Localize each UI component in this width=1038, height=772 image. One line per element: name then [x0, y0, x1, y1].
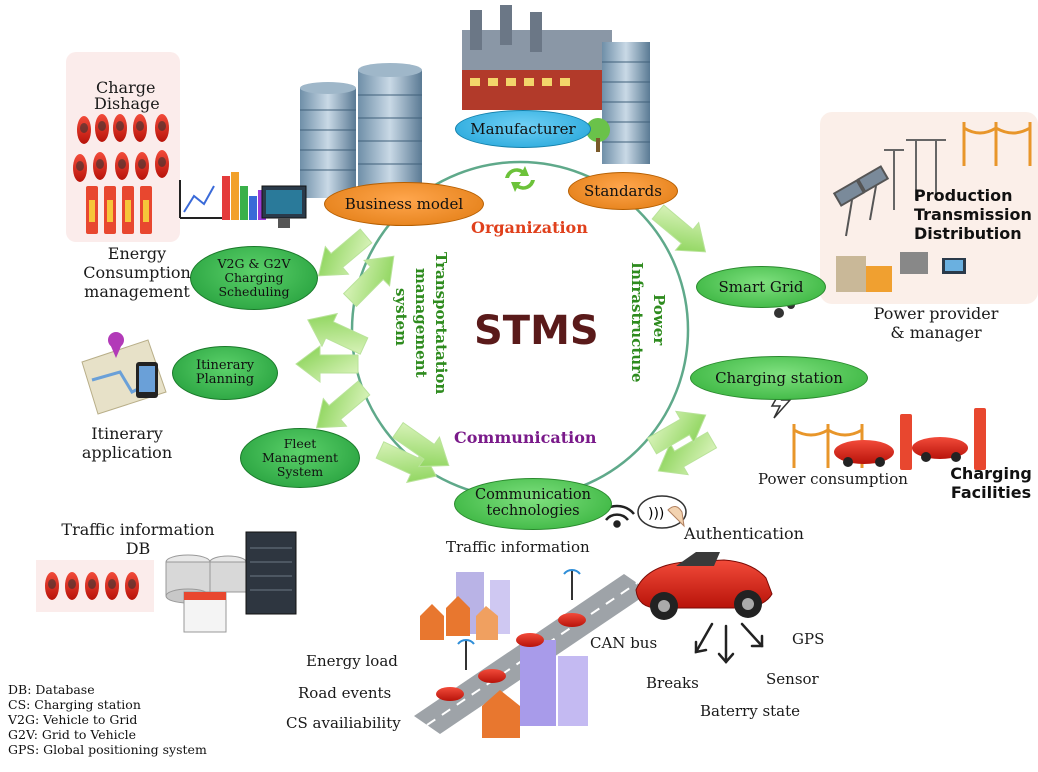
charge-label: Charge [96, 78, 156, 97]
fleet-management-node: Fleet Managment System [240, 428, 360, 488]
gps-label: GPS [792, 630, 825, 648]
city-traffic-icon [414, 569, 650, 738]
sensor-label: Sensor [766, 670, 819, 688]
legend-item: CS: Charging station [8, 697, 141, 712]
dishage-label: Dishage [94, 94, 160, 113]
energy-consumption-label: Energy Consumption management [83, 244, 191, 301]
v2g-scheduling-node: V2G & G2V Charging Scheduling [190, 246, 318, 310]
power-provider-panel [820, 112, 1038, 304]
itinerary-planning-node: Itinerary Planning [172, 346, 278, 400]
standards-node: Standards [568, 172, 678, 210]
legend-item: V2G: Vehicle to Grid [8, 712, 138, 727]
energy-chart-icon [179, 172, 307, 228]
database-server-icon [36, 531, 297, 633]
stms-title: STMS [474, 308, 599, 354]
business-model-node: Business model [324, 182, 484, 226]
map-phone-icon [81, 332, 167, 415]
ev-fleet-icon [73, 114, 169, 234]
arrow-itinerary [295, 345, 359, 383]
breaks-label: Breaks [646, 674, 699, 692]
recycle-icon [505, 166, 535, 192]
itinerary-application-label: Itinerary application [81, 424, 173, 462]
charging-facilities-icon [792, 408, 986, 470]
office-buildings-icon [300, 63, 422, 198]
can-bus-label: CAN bus [590, 634, 658, 652]
battery-state-label: Baterry state [700, 702, 801, 720]
road-events-label: Road events [298, 684, 392, 702]
svg-text:))): ))) [648, 506, 664, 522]
power-consumption-label: Power consumption [758, 470, 908, 488]
red-car-icon [635, 552, 773, 620]
cs-availability-label: CS availiability [286, 714, 401, 732]
authentication-label: Authentication [684, 524, 804, 543]
factory-icon [462, 5, 650, 164]
smart-grid-node: Smart Grid [696, 266, 826, 308]
charging-station-node: Charging station [690, 356, 868, 400]
communication-technologies-node: Communication technologies [454, 478, 612, 530]
legend-item: GPS: Global positioning system [8, 742, 207, 757]
traffic-information-label: Traffic information [446, 538, 590, 556]
sensor-arrows [694, 622, 764, 664]
legend-item: G2V: Grid to Vehicle [8, 727, 137, 742]
power-infrastructure-label: Power Infrastructure [628, 262, 668, 383]
charging-facilities-label: Charging Facilities [950, 464, 1032, 502]
communication-label: Communication [454, 428, 597, 447]
transport-management-label: Transportatation management system [392, 252, 450, 395]
legend-item: DB: Database [8, 682, 95, 697]
production-label: Production Transmission Distribution [914, 186, 1032, 243]
manufacturer-node: Manufacturer [455, 110, 591, 148]
power-grid-icon [832, 122, 1032, 292]
authentication-icon: ))) [637, 495, 687, 529]
organization-label: Organization [471, 218, 588, 237]
abbreviation-legend: DB: Database CS: Charging station V2G: V… [8, 682, 207, 757]
traffic-db-label: Traffic information DB [61, 520, 215, 558]
energy-load-label: Energy load [306, 652, 398, 670]
power-provider-label: Power provider & manager [873, 304, 999, 342]
